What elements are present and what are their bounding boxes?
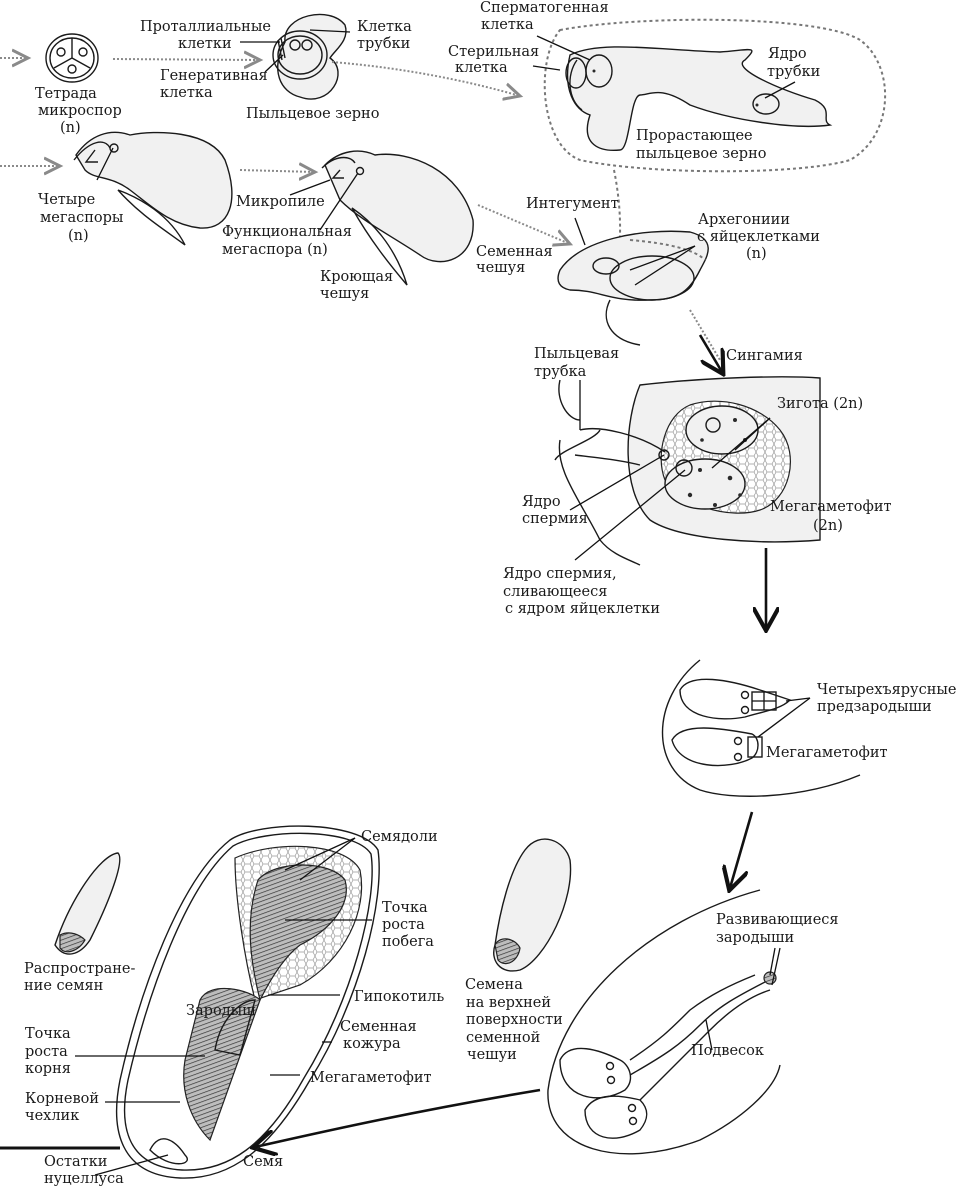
label-dispersal: Распростране-ние семян [24,961,136,994]
germinating-pollen-grain [543,18,887,173]
seeds-on-scale [493,838,572,972]
label-micropyle: Микропиле [236,194,325,210]
seed-longitudinal-section [0,825,380,1179]
developing-embryos-stage [547,889,781,1155]
label-integument: Интегумент [526,196,619,212]
label-megagametophyte-seed: Мегагаметофит [310,1070,432,1086]
label-cotyledons: Семядоли [361,829,438,845]
pollen-grain [272,13,347,100]
arrow-functional-to-ovule [477,204,570,244]
winged-seed-dispersal [54,852,121,955]
label-hypocotyl: Гипокотиль [354,989,444,1005]
arrow-proembryo-to-embryos [730,811,754,888]
label-embryo: Зародыш [186,1003,256,1019]
label-zygote: Зигота (2n) [777,396,863,412]
ovule-with-archegonia [557,217,709,346]
microspore-tetrad [45,33,99,83]
label-megagametophyte-proembryo: Мегагаметофит [766,745,888,761]
arrow-to-syngamy [689,309,722,372]
arrow-tetrad-to-pollen [112,59,260,60]
label-syngamy: Сингамия [726,348,803,364]
ovule-four-megaspores [73,131,233,246]
label-pollen-grain: Пыльцевое зерно [246,106,379,122]
label-suspensor: Подвесок [691,1043,764,1059]
germinating-leaders [532,35,796,99]
label-seed: Семя [243,1154,283,1170]
arrow-embryos-to-seed [255,1088,541,1147]
syngamy-fertilization [554,376,821,566]
pollen-leaders [240,29,351,73]
arrow-pollen-to-germinating [331,61,520,96]
arrow-megaspores-to-functional [239,170,315,172]
ovule-functional-megaspore [289,150,474,286]
label-megagametophyte-2n: Мегагаметофит(2n) [770,499,892,534]
proembryo-stage [661,659,861,797]
